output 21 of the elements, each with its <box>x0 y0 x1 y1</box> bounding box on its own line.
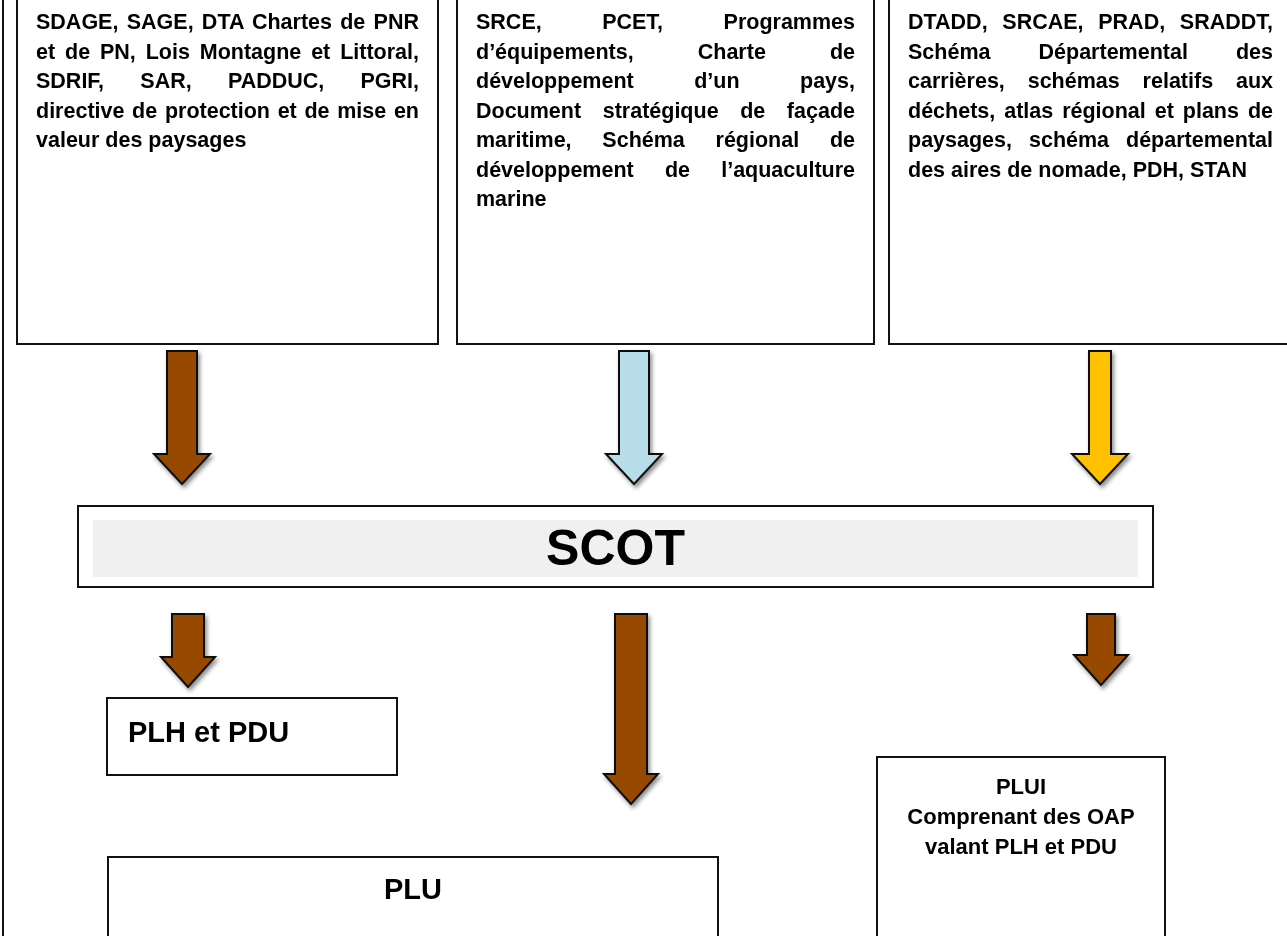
document-box <box>888 0 1287 345</box>
node-text: PLU <box>383 872 443 906</box>
node-text: PLH et PDU <box>127 715 291 749</box>
document-box <box>107 856 719 936</box>
document-box <box>456 0 875 345</box>
block-arrow <box>1069 350 1131 486</box>
document-box <box>106 697 398 776</box>
node-text: DTADD, SRCAE, PRAD, SRADDT, Schéma Départemental des carrières, schémas relatifs aux déchets, atlas régional et plans de paysages, schéma départemental des aires de nomade, PDH, STAN <box>907 9 1274 184</box>
node-text: Comprenant des OAP valant PLH et PDU <box>906 803 1136 861</box>
node-text: SRCE, PCET, Programmes d’équipements, Charte de développement d’un pays, Document stratégique de façade maritime, Schéma régional de développement de l’aquaculture marine <box>475 9 856 213</box>
node-heading: PLUI <box>994 773 1048 801</box>
block-arrow <box>603 350 665 486</box>
document-box <box>16 0 439 345</box>
title-band: SCOT <box>93 520 1138 577</box>
document-box <box>77 505 1154 588</box>
block-arrow <box>1071 613 1131 687</box>
block-arrow <box>158 613 218 689</box>
block-arrow <box>151 350 213 486</box>
document-box <box>876 756 1166 936</box>
block-arrow <box>601 613 661 806</box>
node-text: SDAGE, SAGE, DTA Chartes de PNR et de PN, Lois Montagne et Littoral, SDRIF, SAR, PADDUC, PGRI, directive de protection et de mise en valeur des paysages <box>35 9 420 154</box>
